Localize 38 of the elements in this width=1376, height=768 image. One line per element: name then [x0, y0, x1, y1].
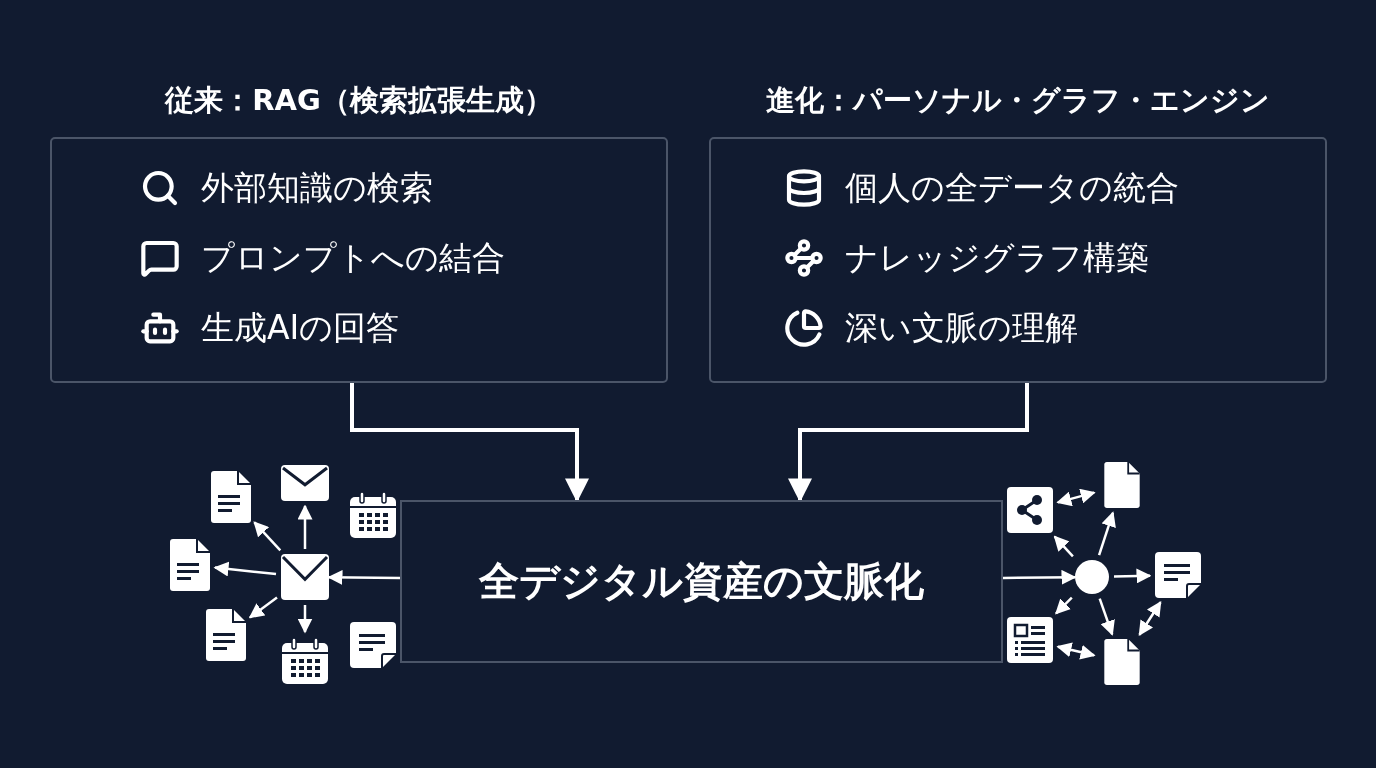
box-title: 全デジタル資産の文脈化: [479, 557, 924, 606]
context-box: [400, 500, 1003, 663]
arrow: [297, 504, 313, 549]
arrow: [1053, 535, 1074, 558]
arrow: [248, 596, 278, 619]
list-item-text: 外部知識の検索: [201, 166, 433, 209]
arrow: [1056, 642, 1096, 660]
list-item-text: 深い文脈の理解: [845, 306, 1078, 349]
panel-heading: 従来：RAG（検索拡張生成）: [165, 82, 553, 119]
arrow: [1098, 598, 1115, 636]
arrow: [1097, 511, 1116, 556]
share-icon: [1007, 487, 1053, 533]
arrow: [1056, 488, 1096, 507]
calendar-icon: [282, 637, 328, 685]
document-icon: [206, 609, 246, 661]
article-icon: [1007, 617, 1053, 663]
arrow: [1003, 569, 1077, 585]
hub-circle: [1075, 560, 1109, 594]
panel-heading: 進化：パーソナル・グラフ・エンジン: [766, 82, 1270, 119]
document-icon: [211, 471, 251, 523]
note-icon: [1155, 552, 1201, 598]
envelope-icon: [281, 465, 329, 501]
note-icon: [350, 622, 396, 668]
arrow: [1138, 600, 1162, 637]
arrow: [350, 383, 589, 503]
arrow: [1055, 596, 1073, 615]
arrow: [788, 383, 1029, 503]
envelope-icon: [281, 554, 329, 600]
calendar-icon: [350, 492, 396, 538]
list-item-text: 生成AIの回答: [201, 306, 400, 349]
arrow: [1113, 568, 1152, 584]
arrow: [213, 561, 277, 577]
list-item-text: プロンプトへの結合: [201, 236, 505, 279]
arrow: [297, 605, 313, 634]
document-icon: [170, 539, 210, 591]
list-item-text: ナレッジグラフ構築: [845, 236, 1149, 279]
arrow: [253, 521, 282, 552]
list-item-text: 個人の全データの統合: [845, 166, 1179, 209]
